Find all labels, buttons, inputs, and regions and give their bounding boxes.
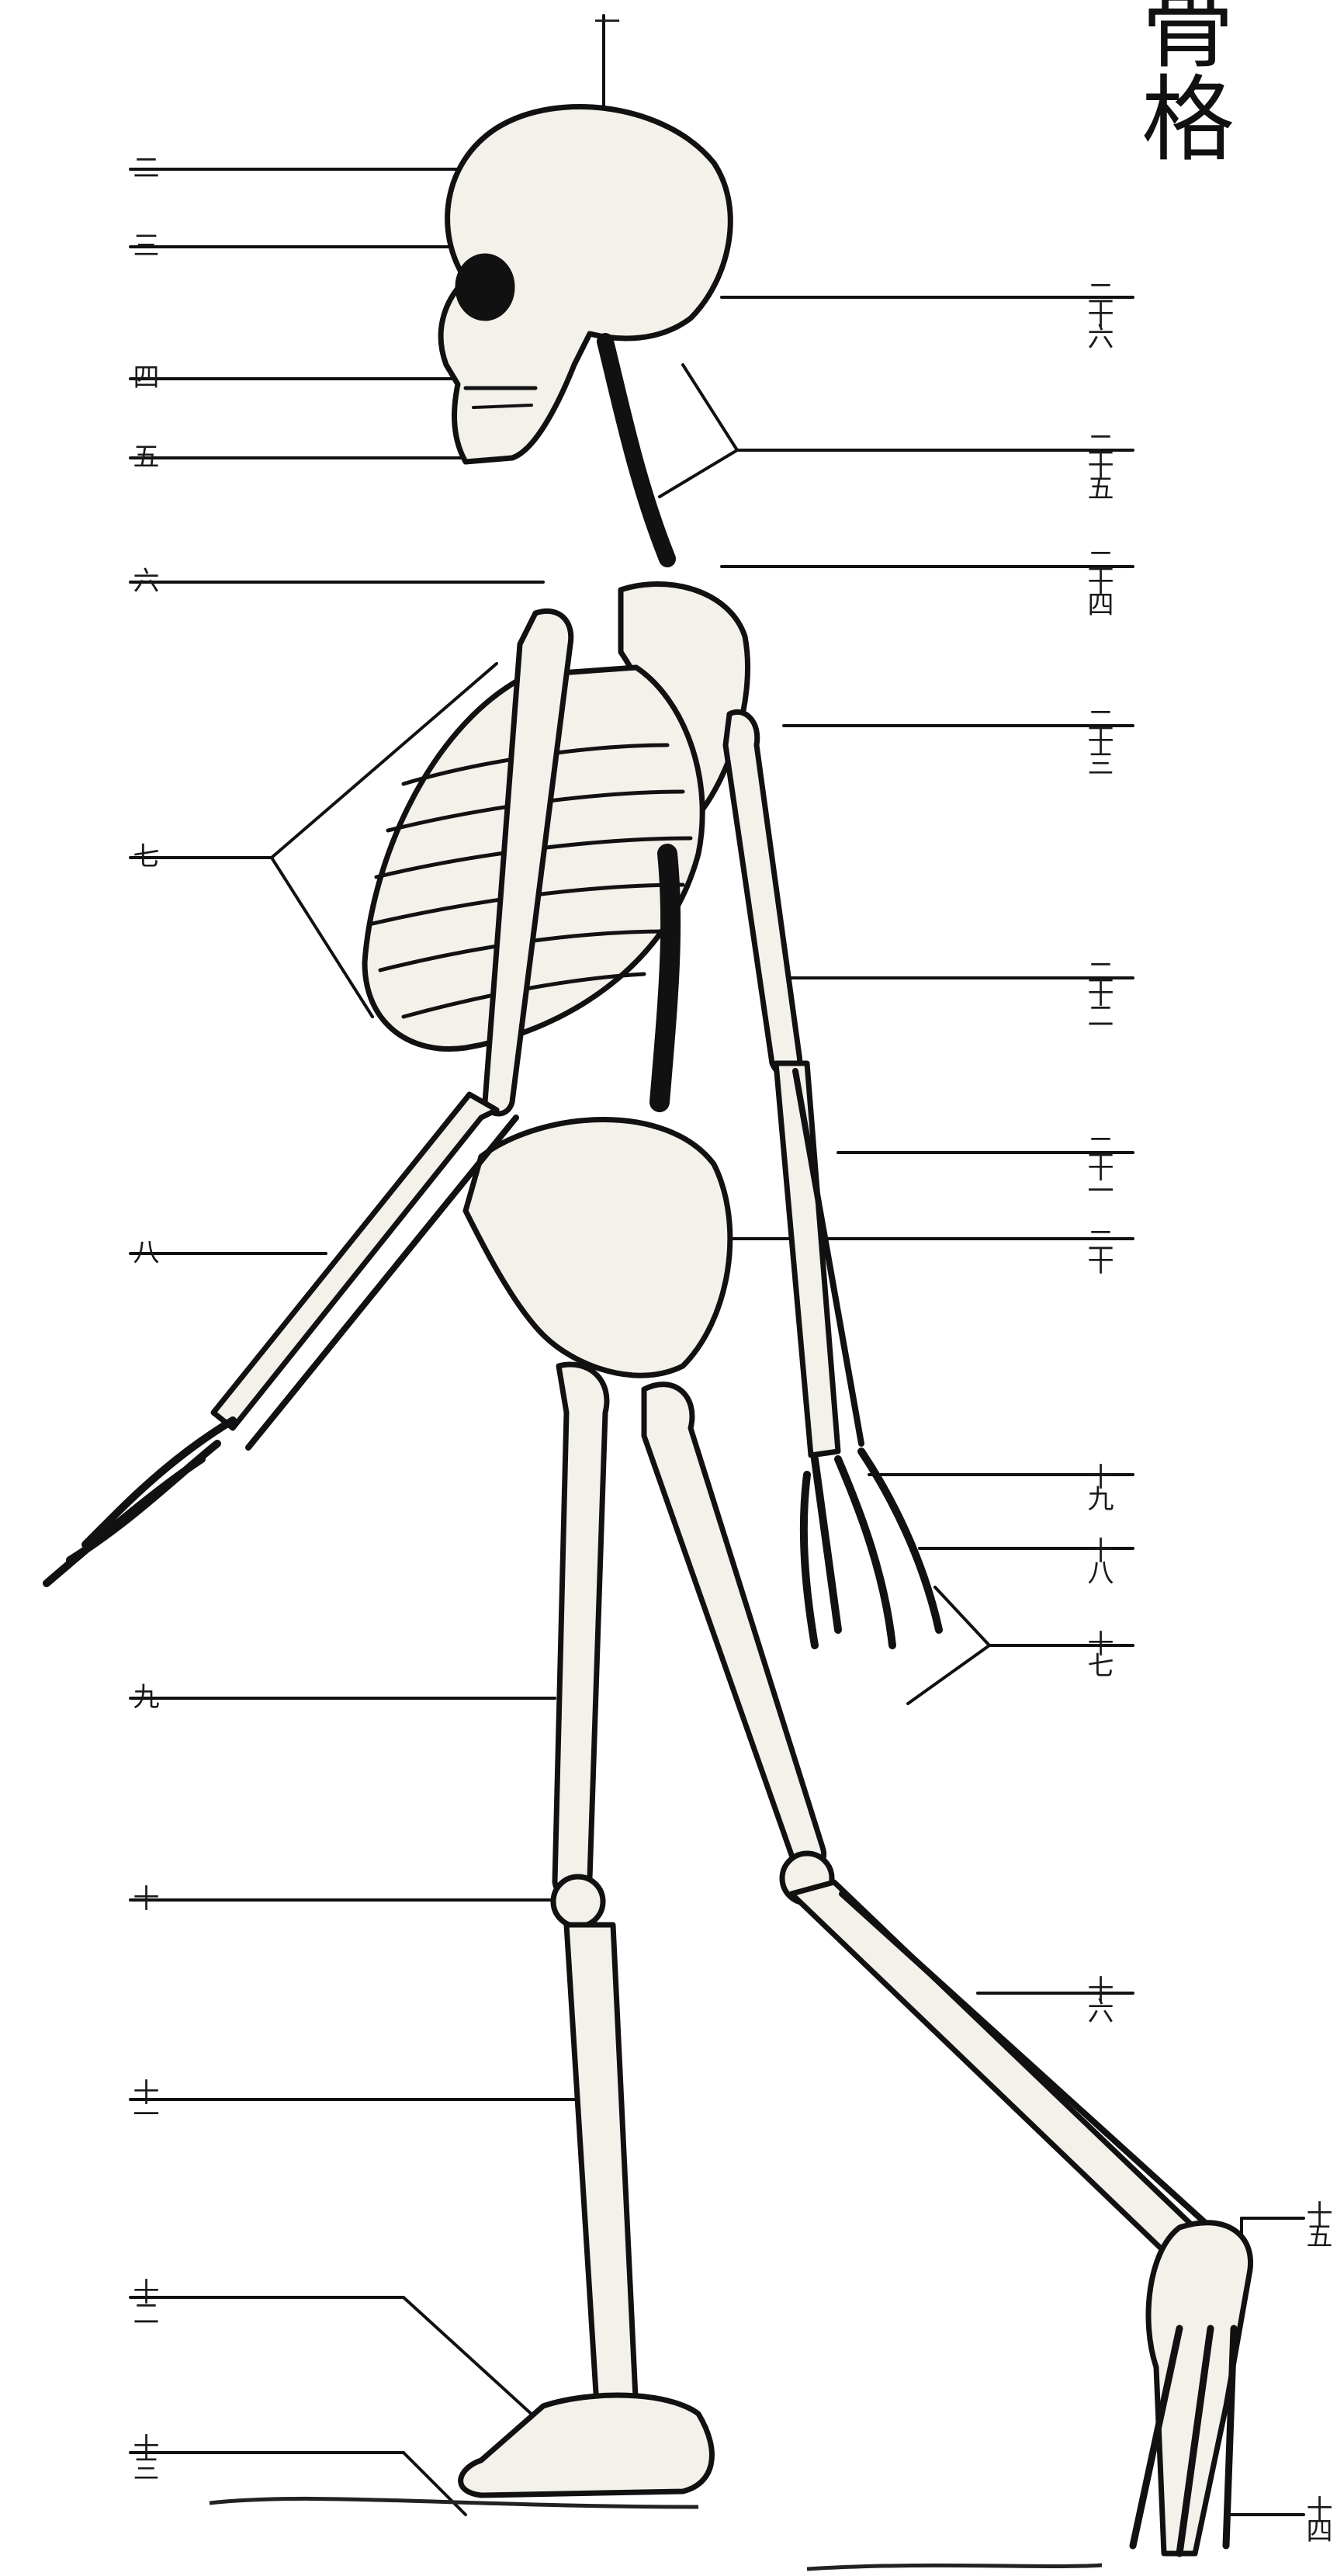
label-19: 十九 [1085,1463,1111,1506]
label-10: 十 [130,1884,157,1906]
foot-front [461,2395,712,2495]
eye-socket [458,256,512,318]
label-21: 二十一 [1085,1133,1111,1198]
label-9: 九 [130,1683,157,1704]
label-3: 三 [130,231,157,253]
label-1: 一 [591,8,618,29]
label-2: 二 [130,154,157,175]
label-13: 十三 [130,2433,157,2477]
lumbar-spine [660,854,670,1102]
humerus-back [726,712,800,1076]
label-18: 十八 [1085,1537,1111,1580]
forearm-front [213,1094,497,1428]
label-23: 二十三 [1085,706,1111,771]
label-20: 二十 [1085,1226,1111,1270]
hand-front [47,1420,233,1583]
label-14: 十四 [1304,2495,1330,2539]
label-17: 十七 [1085,1630,1111,1673]
cervical-spine [605,342,667,559]
tibia-front [566,1925,636,2418]
label-7: 七 [130,842,157,864]
tibia-back [791,1882,1207,2262]
label-5: 五 [130,442,157,464]
label-15: 十五 [1304,2200,1330,2244]
label-24: 二十四 [1085,547,1111,612]
label-22: 二十二 [1085,959,1111,1024]
ground-shadow [210,2498,1102,2569]
label-11: 十一 [130,2078,157,2122]
label-8: 八 [130,1238,157,1260]
pelvis [466,1120,730,1376]
label-4: 四 [130,363,157,385]
label-6: 六 [130,567,157,588]
femur-back [644,1385,824,1869]
label-26: 二十六 [1085,279,1111,345]
bones [47,106,1251,2553]
femur-front [555,1364,607,1898]
label-16: 十六 [1085,1975,1111,2019]
label-12: 十二 [130,2278,157,2321]
label-25: 二十五 [1085,431,1111,496]
